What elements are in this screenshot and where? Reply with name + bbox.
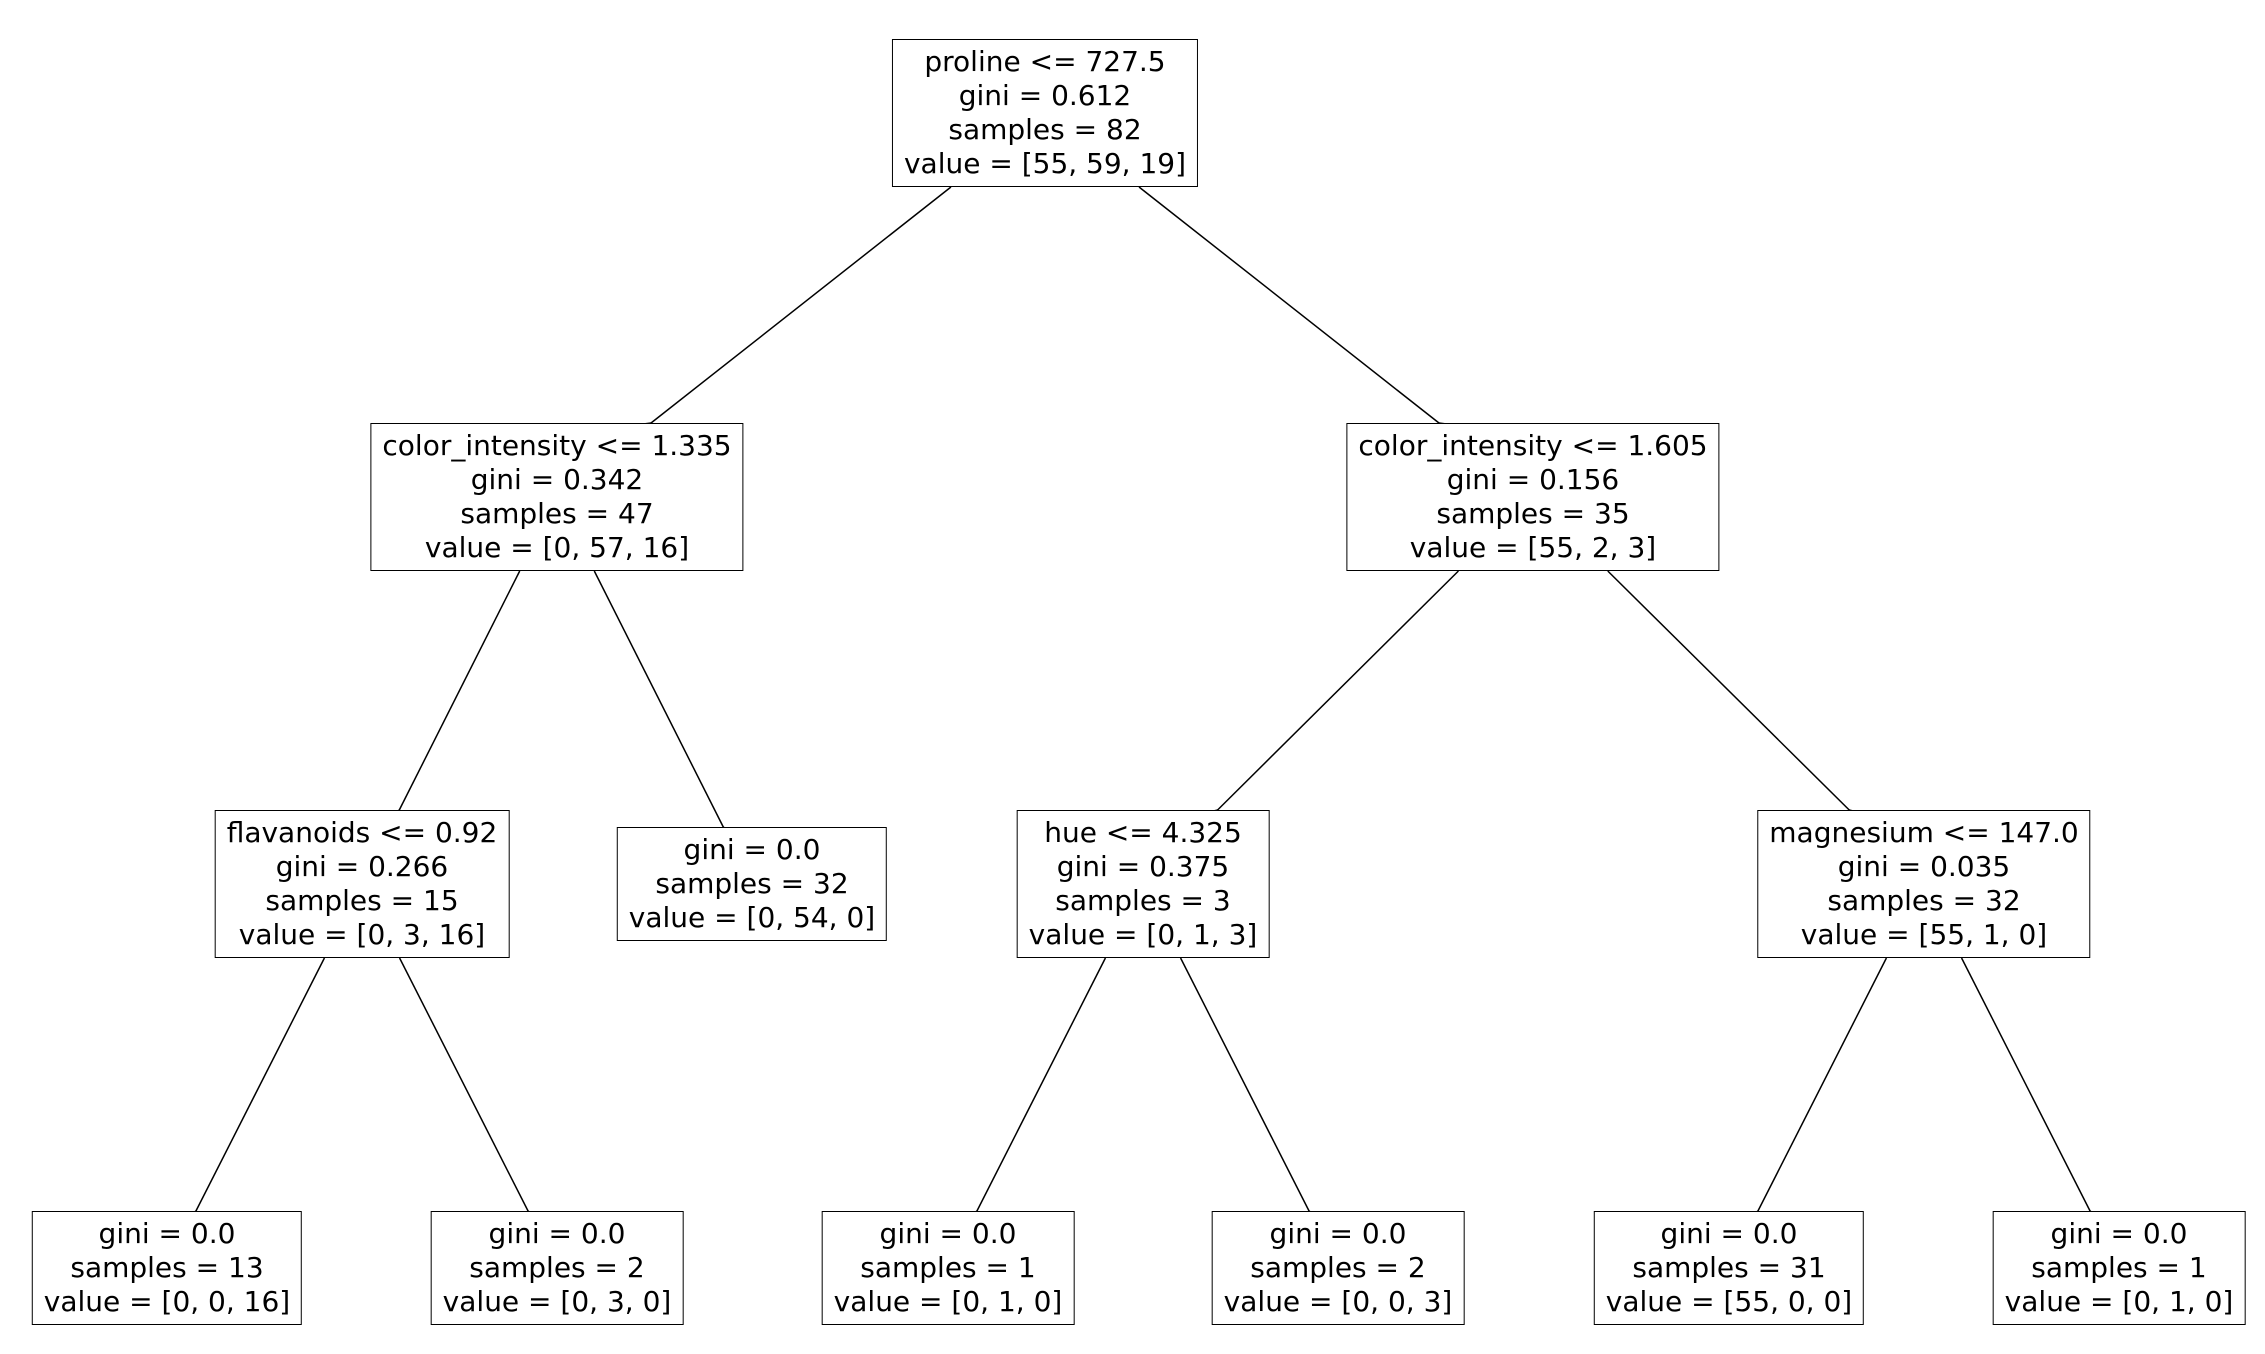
tree-edge-rl-rll xyxy=(966,957,1107,1223)
tree-edge-ll-lll xyxy=(185,957,326,1223)
node-text-line: gini = 0.342 xyxy=(470,463,644,496)
node-text-line: color_intensity <= 1.605 xyxy=(1358,429,1708,462)
node-text-line: gini = 0.0 xyxy=(879,1217,1017,1250)
tree-edge-l-lr xyxy=(593,570,734,839)
node-text-line: value = [0, 1, 0] xyxy=(2004,1285,2234,1318)
node-text-line: samples = 15 xyxy=(265,884,459,917)
node-text-line: samples = 2 xyxy=(469,1251,645,1284)
node-text-line: flavanoids <= 0.92 xyxy=(226,816,498,849)
tree-edge-rl-rlr xyxy=(1179,957,1320,1223)
node-text-line: samples = 3 xyxy=(1055,884,1231,917)
node-text-line: samples = 2 xyxy=(1250,1251,1426,1284)
node-text-line: gini = 0.0 xyxy=(488,1217,626,1250)
node-text-line: samples = 1 xyxy=(860,1251,1036,1284)
node-text-line: value = [0, 0, 16] xyxy=(43,1285,291,1318)
node-text-line: value = [0, 3, 16] xyxy=(238,918,486,951)
node-text-line: gini = 0.375 xyxy=(1056,850,1230,883)
node-text-line: proline <= 727.5 xyxy=(924,45,1166,78)
node-text-line: value = [0, 0, 3] xyxy=(1223,1285,1453,1318)
node-text-line: gini = 0.156 xyxy=(1446,463,1620,496)
node-text-line: magnesium <= 147.0 xyxy=(1769,816,2079,849)
node-text-line: gini = 0.035 xyxy=(1837,850,2011,883)
node-text-line: hue <= 4.325 xyxy=(1044,816,1242,849)
tree-edge-l-ll xyxy=(389,570,521,822)
node-text-line: gini = 0.0 xyxy=(1660,1217,1798,1250)
node-text-line: samples = 32 xyxy=(655,867,849,900)
node-text-line: gini = 0.0 xyxy=(98,1217,236,1250)
node-text-line: value = [0, 1, 3] xyxy=(1028,918,1258,951)
node-text-line: color_intensity <= 1.335 xyxy=(382,429,732,462)
node-text-line: samples = 82 xyxy=(948,113,1142,146)
node-text-line: value = [55, 2, 3] xyxy=(1409,531,1657,564)
node-text-line: gini = 0.0 xyxy=(683,833,821,866)
node-text-line: gini = 0.266 xyxy=(275,850,449,883)
node-text-line: samples = 32 xyxy=(1827,884,2021,917)
tree-edge-rr-rrl xyxy=(1747,957,1888,1223)
node-text-line: samples = 13 xyxy=(70,1251,264,1284)
tree-edge-r-rl xyxy=(1206,570,1459,822)
node-text-line: gini = 0.0 xyxy=(1269,1217,1407,1250)
tree-edge-root-r xyxy=(1138,186,1451,435)
tree-edge-root-l xyxy=(639,186,952,435)
node-text-line: value = [0, 1, 0] xyxy=(833,1285,1063,1318)
node-text-line: samples = 31 xyxy=(1632,1251,1826,1284)
node-text-line: gini = 0.612 xyxy=(958,79,1132,112)
node-text-line: value = [55, 0, 0] xyxy=(1605,1285,1853,1318)
tree-edge-rr-rrr xyxy=(1960,957,2101,1223)
node-text-line: value = [55, 1, 0] xyxy=(1800,918,2048,951)
tree-edge-r-rr xyxy=(1607,570,1861,822)
node-text-line: samples = 1 xyxy=(2031,1251,2207,1284)
node-text-line: value = [55, 59, 19] xyxy=(903,147,1187,180)
node-text-line: samples = 35 xyxy=(1436,497,1630,530)
tree-edge-ll-llr xyxy=(398,957,539,1223)
node-text-line: value = [0, 54, 0] xyxy=(628,901,876,934)
node-text-line: samples = 47 xyxy=(460,497,654,530)
node-text-line: value = [0, 57, 16] xyxy=(424,531,690,564)
node-text-line: value = [0, 3, 0] xyxy=(442,1285,672,1318)
node-text-line: gini = 0.0 xyxy=(2050,1217,2188,1250)
